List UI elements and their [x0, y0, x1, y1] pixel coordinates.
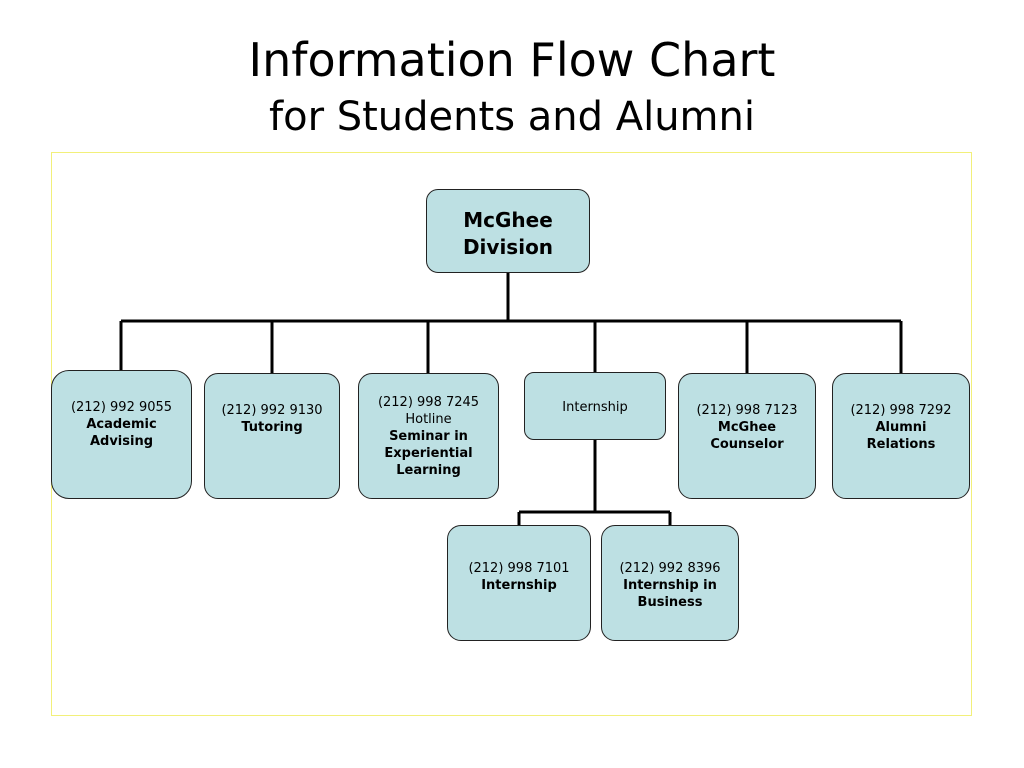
node-mcghee-division: McGhee Division [426, 189, 590, 273]
node-tutoring: (212) 992 9130 Tutoring [204, 373, 340, 499]
node-phone: (212) 998 7292 [850, 403, 952, 418]
node-name: McGhee Counselor [710, 420, 784, 452]
node-name: Internship in Business [623, 578, 717, 610]
node-internship-in-business: (212) 992 8396 Internship in Business [601, 525, 739, 641]
node-seminar-experiential-learning: (212) 998 7245 Hotline Seminar in Experi… [358, 373, 499, 499]
node-name: Tutoring [241, 420, 303, 435]
node-phone: (212) 992 8396 [619, 561, 721, 576]
node-mcghee-counselor: (212) 998 7123 McGhee Counselor [678, 373, 816, 499]
node-mcghee-division-line2: Division [462, 235, 554, 259]
node-internship-child: (212) 998 7101 Internship [447, 525, 591, 641]
node-name: Seminar in Experiential Learning [384, 429, 473, 478]
node-alumni-relations: (212) 998 7292 Alumni Relations [832, 373, 970, 499]
node-phone: (212) 992 9055 [70, 400, 173, 415]
chart-title: Information Flow Chart [248, 33, 776, 87]
node-phone: (212) 998 7245 [377, 395, 480, 410]
chart-subtitle: for Students and Alumni [269, 94, 755, 140]
node-mcghee-division-line1: McGhee [463, 208, 553, 232]
node-internship: Internship [524, 372, 666, 440]
node-sub: Hotline [405, 412, 452, 427]
node-name: Alumni Relations [866, 420, 936, 452]
node-name: Academic Advising [86, 417, 157, 449]
node-name: Internship [481, 578, 557, 593]
node-sub: Internship [562, 400, 628, 415]
node-phone: (212) 998 7101 [468, 561, 570, 576]
node-academic-advising: (212) 992 9055 Academic Advising [51, 370, 192, 499]
node-phone: (212) 992 9130 [221, 403, 323, 418]
node-phone: (212) 998 7123 [696, 403, 798, 418]
